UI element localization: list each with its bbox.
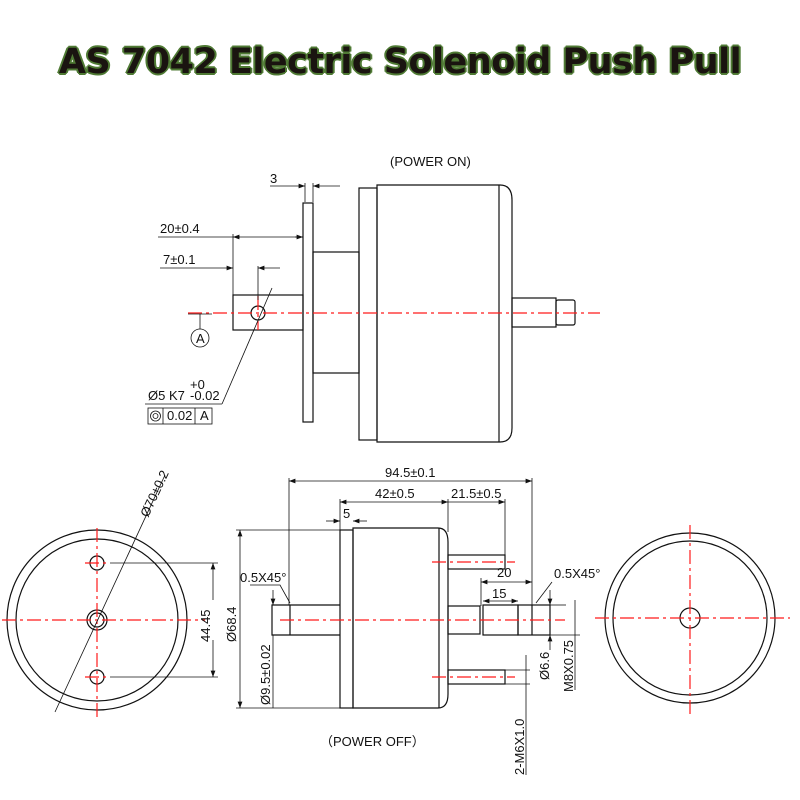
hole-tol-upper: +0 bbox=[190, 377, 205, 392]
top-view-power-on: (POWER ON) 3 20±0.4 7±0.1 A bbox=[145, 154, 600, 443]
concentricity-icon bbox=[150, 410, 161, 422]
power-off-label: （POWER OFF） bbox=[320, 734, 425, 749]
dim-hole-spacing: 44.45 bbox=[198, 609, 213, 642]
dim-flange-thickness: 3 bbox=[270, 171, 277, 186]
datum-label: A bbox=[196, 331, 205, 346]
dim-shaft-length: 20 bbox=[497, 565, 511, 580]
dim-outer-diameter: Ø70±0.2 bbox=[137, 468, 172, 519]
thread-studs: 2-M6X1.0 bbox=[512, 719, 527, 775]
dim-small-diameter: Ø6.6 bbox=[537, 652, 552, 680]
dim-shaft-diameter: Ø9.5±0.02 bbox=[258, 644, 273, 705]
dim-hole-position: 7±0.1 bbox=[163, 252, 195, 267]
dim-stud-length: 21.5±0.5 bbox=[451, 486, 502, 501]
dim-stroke: 20±0.4 bbox=[160, 221, 200, 236]
hole-tol-lower: -0.02 bbox=[190, 388, 220, 403]
chamfer-left: 0.5X45° bbox=[240, 570, 286, 585]
dim-total-length: 94.5±0.1 bbox=[385, 465, 436, 480]
chamfer-right: 0.5X45° bbox=[554, 566, 600, 581]
hole-tolerance: Ø5 K7 bbox=[148, 388, 185, 403]
dim-body-diameter: Ø68.4 bbox=[224, 607, 239, 642]
thread-main: M8X0.75 bbox=[561, 640, 576, 692]
concentricity-value: 0.02 bbox=[167, 408, 192, 423]
dim-flange-width: 5 bbox=[343, 506, 350, 521]
dim-thread-length: 15 bbox=[492, 586, 506, 601]
side-view-power-off: 94.5±0.1 42±0.5 21.5±0.5 5 Ø68.4 Ø9.5±0.… bbox=[224, 465, 600, 775]
page-title: AS 7042 Electric Solenoid Push Pull bbox=[58, 42, 742, 82]
front-view: Ø70±0.2 44.45 bbox=[2, 468, 218, 718]
rear-view bbox=[595, 525, 790, 715]
concentricity-datum: A bbox=[200, 408, 209, 423]
dim-body-length: 42±0.5 bbox=[375, 486, 415, 501]
power-on-label: (POWER ON) bbox=[390, 154, 471, 169]
